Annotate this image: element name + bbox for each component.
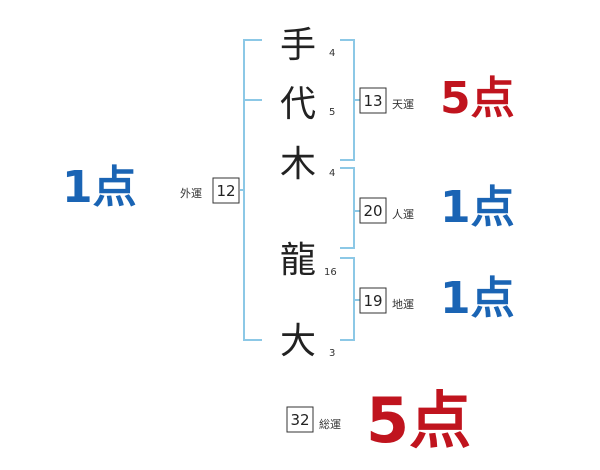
stroke-count-3: 4 bbox=[329, 168, 335, 179]
chikaku-value: 19 bbox=[363, 292, 382, 310]
tenkaku-score: 5点 bbox=[440, 73, 515, 124]
chikaku-bracket bbox=[340, 257, 355, 341]
name-char-4: 龍 bbox=[280, 240, 316, 281]
stroke-count-2: 5 bbox=[329, 107, 335, 118]
soukaku-score: 5点 bbox=[366, 384, 471, 457]
jinkaku-box bbox=[359, 197, 387, 224]
name-char-1: 手 bbox=[280, 25, 316, 66]
chikaku-box bbox=[359, 287, 387, 314]
outer-bracket bbox=[243, 39, 262, 341]
jinkaku-score: 1点 bbox=[440, 182, 515, 233]
jinkaku-bracket bbox=[340, 167, 355, 249]
name-char-3: 木 bbox=[280, 144, 316, 185]
soukaku-box bbox=[286, 406, 314, 433]
soukaku-value: 32 bbox=[290, 411, 309, 429]
tenkaku-bracket bbox=[340, 39, 355, 161]
stroke-count-4: 16 bbox=[324, 267, 337, 278]
name-char-5: 大 bbox=[280, 321, 316, 362]
gaikaku-label: 外運 bbox=[180, 187, 202, 200]
gaikaku-value: 12 bbox=[216, 182, 235, 200]
soukaku-label: 総運 bbox=[319, 417, 341, 431]
gaikaku-score: 1点 bbox=[62, 162, 137, 213]
stroke-count-1: 4 bbox=[329, 48, 335, 59]
jinkaku-label: 人運 bbox=[392, 208, 414, 221]
gaikaku-box bbox=[212, 177, 240, 204]
tenkaku-label: 天運 bbox=[392, 98, 414, 111]
chikaku-label: 地運 bbox=[392, 298, 414, 311]
stroke-count-5: 3 bbox=[329, 348, 335, 359]
jinkaku-value: 20 bbox=[363, 202, 382, 220]
name-char-2: 代 bbox=[280, 84, 316, 125]
tenkaku-value: 13 bbox=[363, 92, 382, 110]
chikaku-score: 1点 bbox=[440, 273, 515, 324]
tenkaku-box bbox=[359, 87, 387, 114]
